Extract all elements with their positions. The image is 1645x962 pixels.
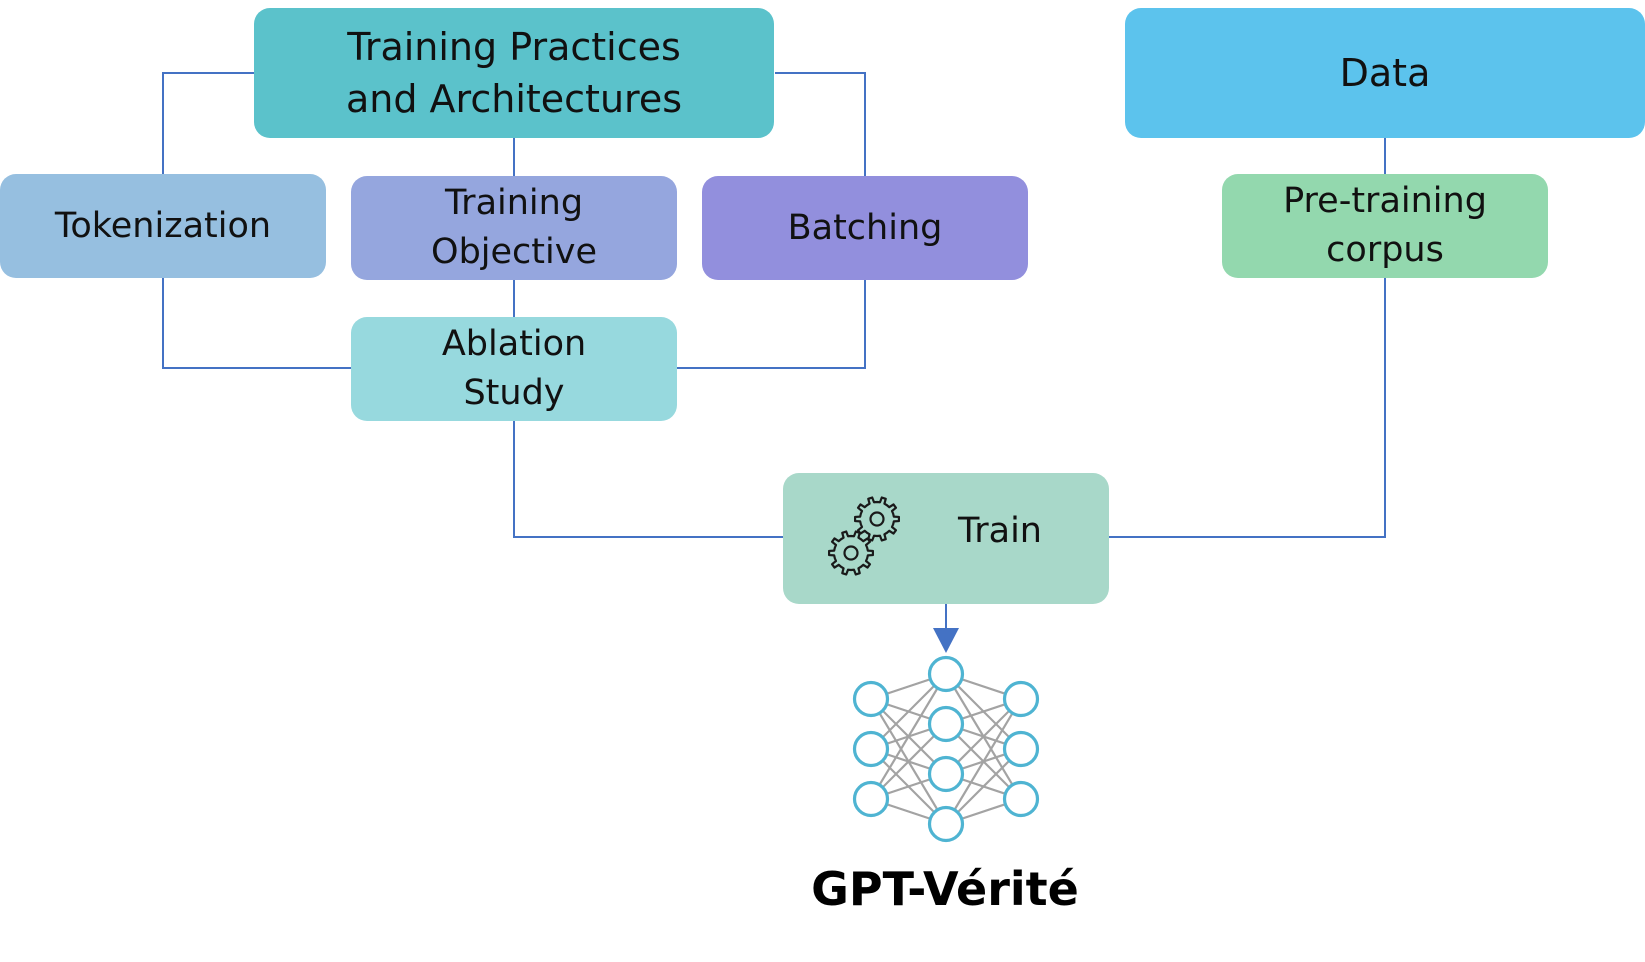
connector-practices-tokenization — [162, 72, 255, 174]
connectors — [162, 72, 1386, 628]
network-node — [927, 805, 965, 843]
gears-icon — [828, 496, 900, 576]
connector-ablation-train — [513, 421, 783, 538]
network-node — [1002, 780, 1040, 818]
training-objective-box: Training Objective — [351, 176, 677, 280]
training-practices-label: Training Practices and Architectures — [345, 24, 682, 121]
network-node — [852, 680, 890, 718]
train-box: Train — [783, 473, 1109, 604]
network-node — [852, 730, 890, 768]
model-name: GPT-Vérité — [811, 862, 1079, 916]
pretraining-corpus-label: Pre-training corpus — [1283, 181, 1487, 270]
connector-tokenization-ablation — [162, 278, 351, 369]
gear-lower-icon — [828, 530, 874, 576]
training-practices-box: Training Practices and Architectures — [254, 8, 774, 138]
training-objective-label: Training Objective — [431, 183, 597, 272]
arrow-train-model-head — [933, 628, 959, 653]
network-edges — [870, 672, 1022, 826]
ablation-study-label: Ablation Study — [441, 324, 587, 413]
pretraining-corpus-box: Pre-training corpus — [1222, 174, 1548, 278]
network-edge — [945, 698, 1022, 825]
connector-corpus-train — [1109, 278, 1386, 538]
network-node — [927, 755, 965, 793]
tokenization-label: Tokenization — [54, 205, 272, 246]
batching-box: Batching — [702, 176, 1028, 280]
network-node — [927, 655, 965, 693]
connector-batching-ablation — [677, 280, 866, 369]
network-node — [1002, 680, 1040, 718]
ablation-study-box: Ablation Study — [351, 317, 677, 421]
network-edge — [870, 673, 947, 800]
tokenization-box: Tokenization — [0, 174, 326, 278]
data-label: Data — [1339, 50, 1431, 95]
connector-practices-batching — [775, 72, 866, 176]
neural-network-icon — [852, 655, 1040, 843]
train-label: Train — [958, 511, 1042, 551]
batching-label: Batching — [787, 207, 943, 248]
network-nodes — [852, 655, 1040, 843]
network-node — [927, 705, 965, 743]
data-box: Data — [1125, 8, 1645, 138]
gear-upper-icon — [854, 496, 900, 542]
network-node — [1002, 730, 1040, 768]
network-node — [852, 780, 890, 818]
